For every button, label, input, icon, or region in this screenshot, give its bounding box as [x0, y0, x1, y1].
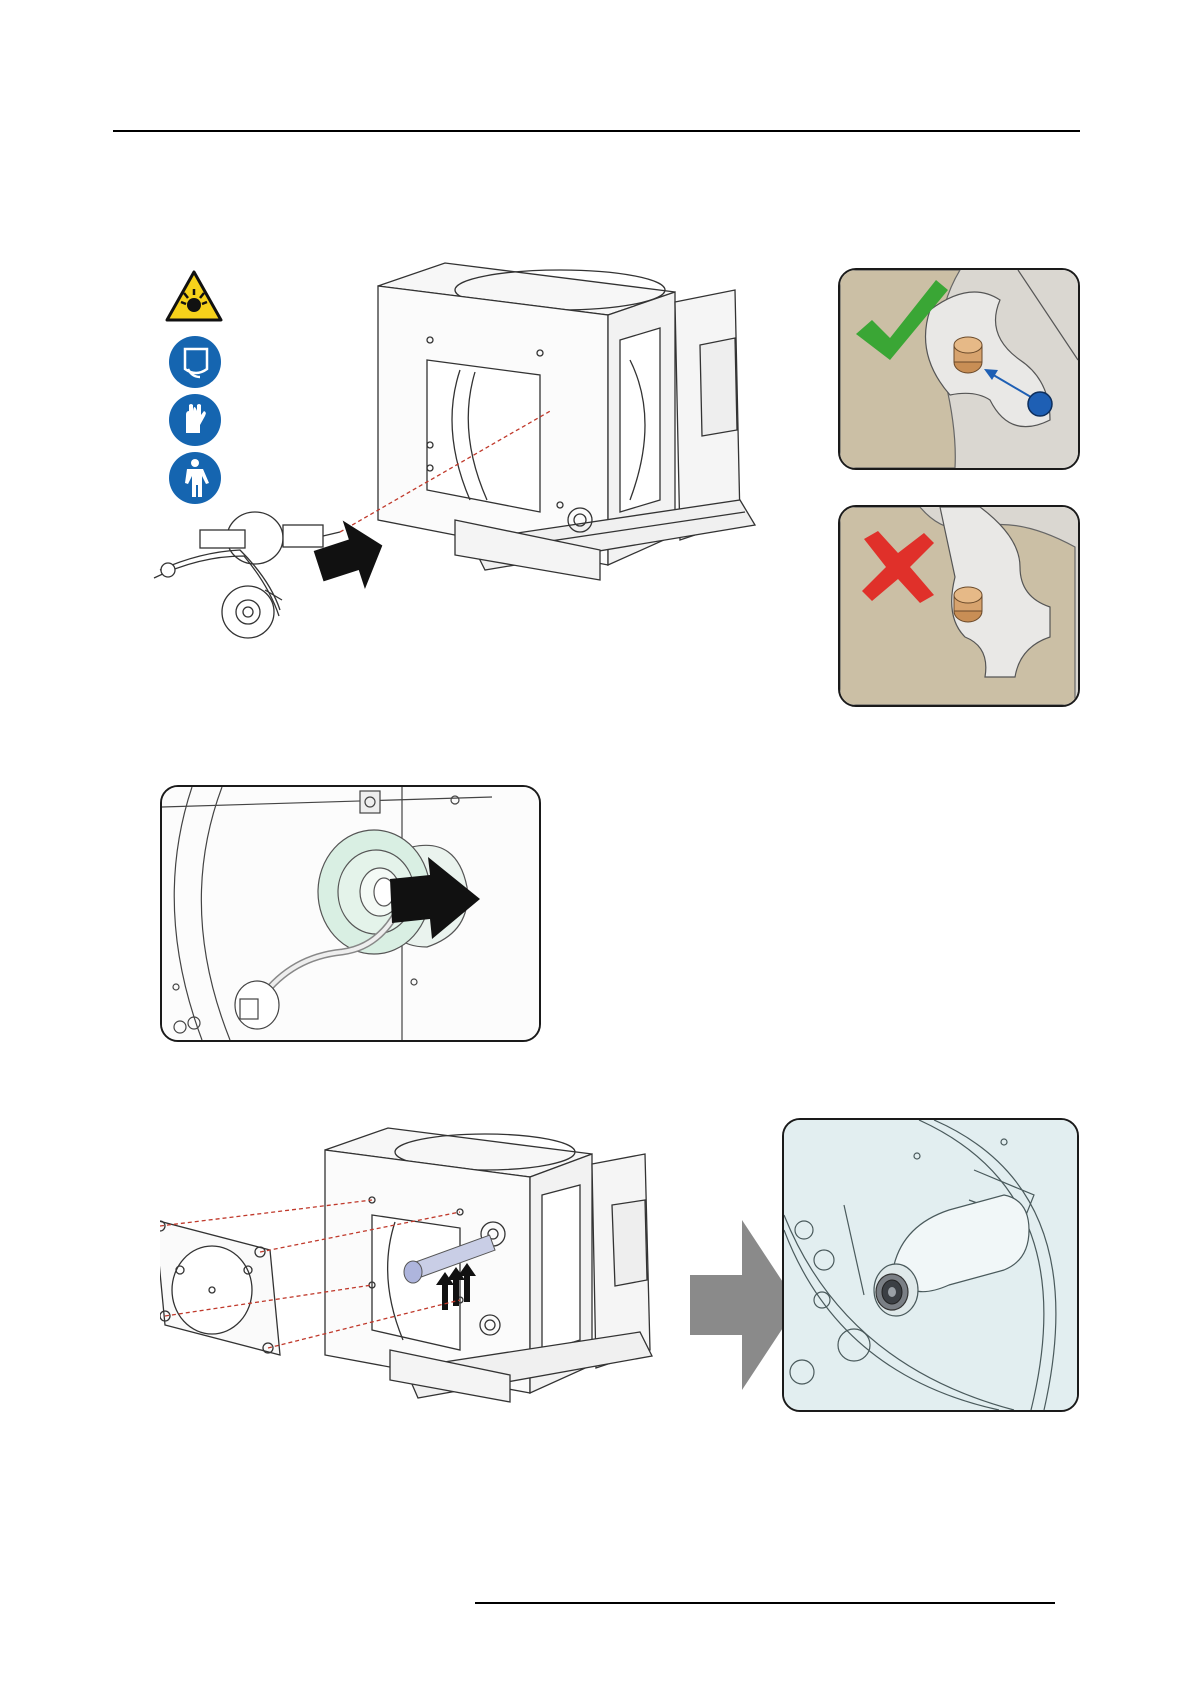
seated-pin-detail-panel — [782, 1118, 1079, 1412]
figure-lamp-insertion — [140, 250, 800, 700]
footer-rule — [475, 1602, 1055, 1604]
header-rule — [113, 130, 1080, 132]
wrong-cross-icon — [856, 529, 938, 603]
lamp-housing-drawing — [140, 250, 800, 700]
correct-pin-panel — [838, 268, 1080, 470]
correct-check-icon — [850, 276, 950, 366]
reflector-detail-panel — [160, 785, 541, 1042]
figure-cover-mounting — [160, 1110, 720, 1440]
wrong-pin-panel — [838, 505, 1080, 707]
